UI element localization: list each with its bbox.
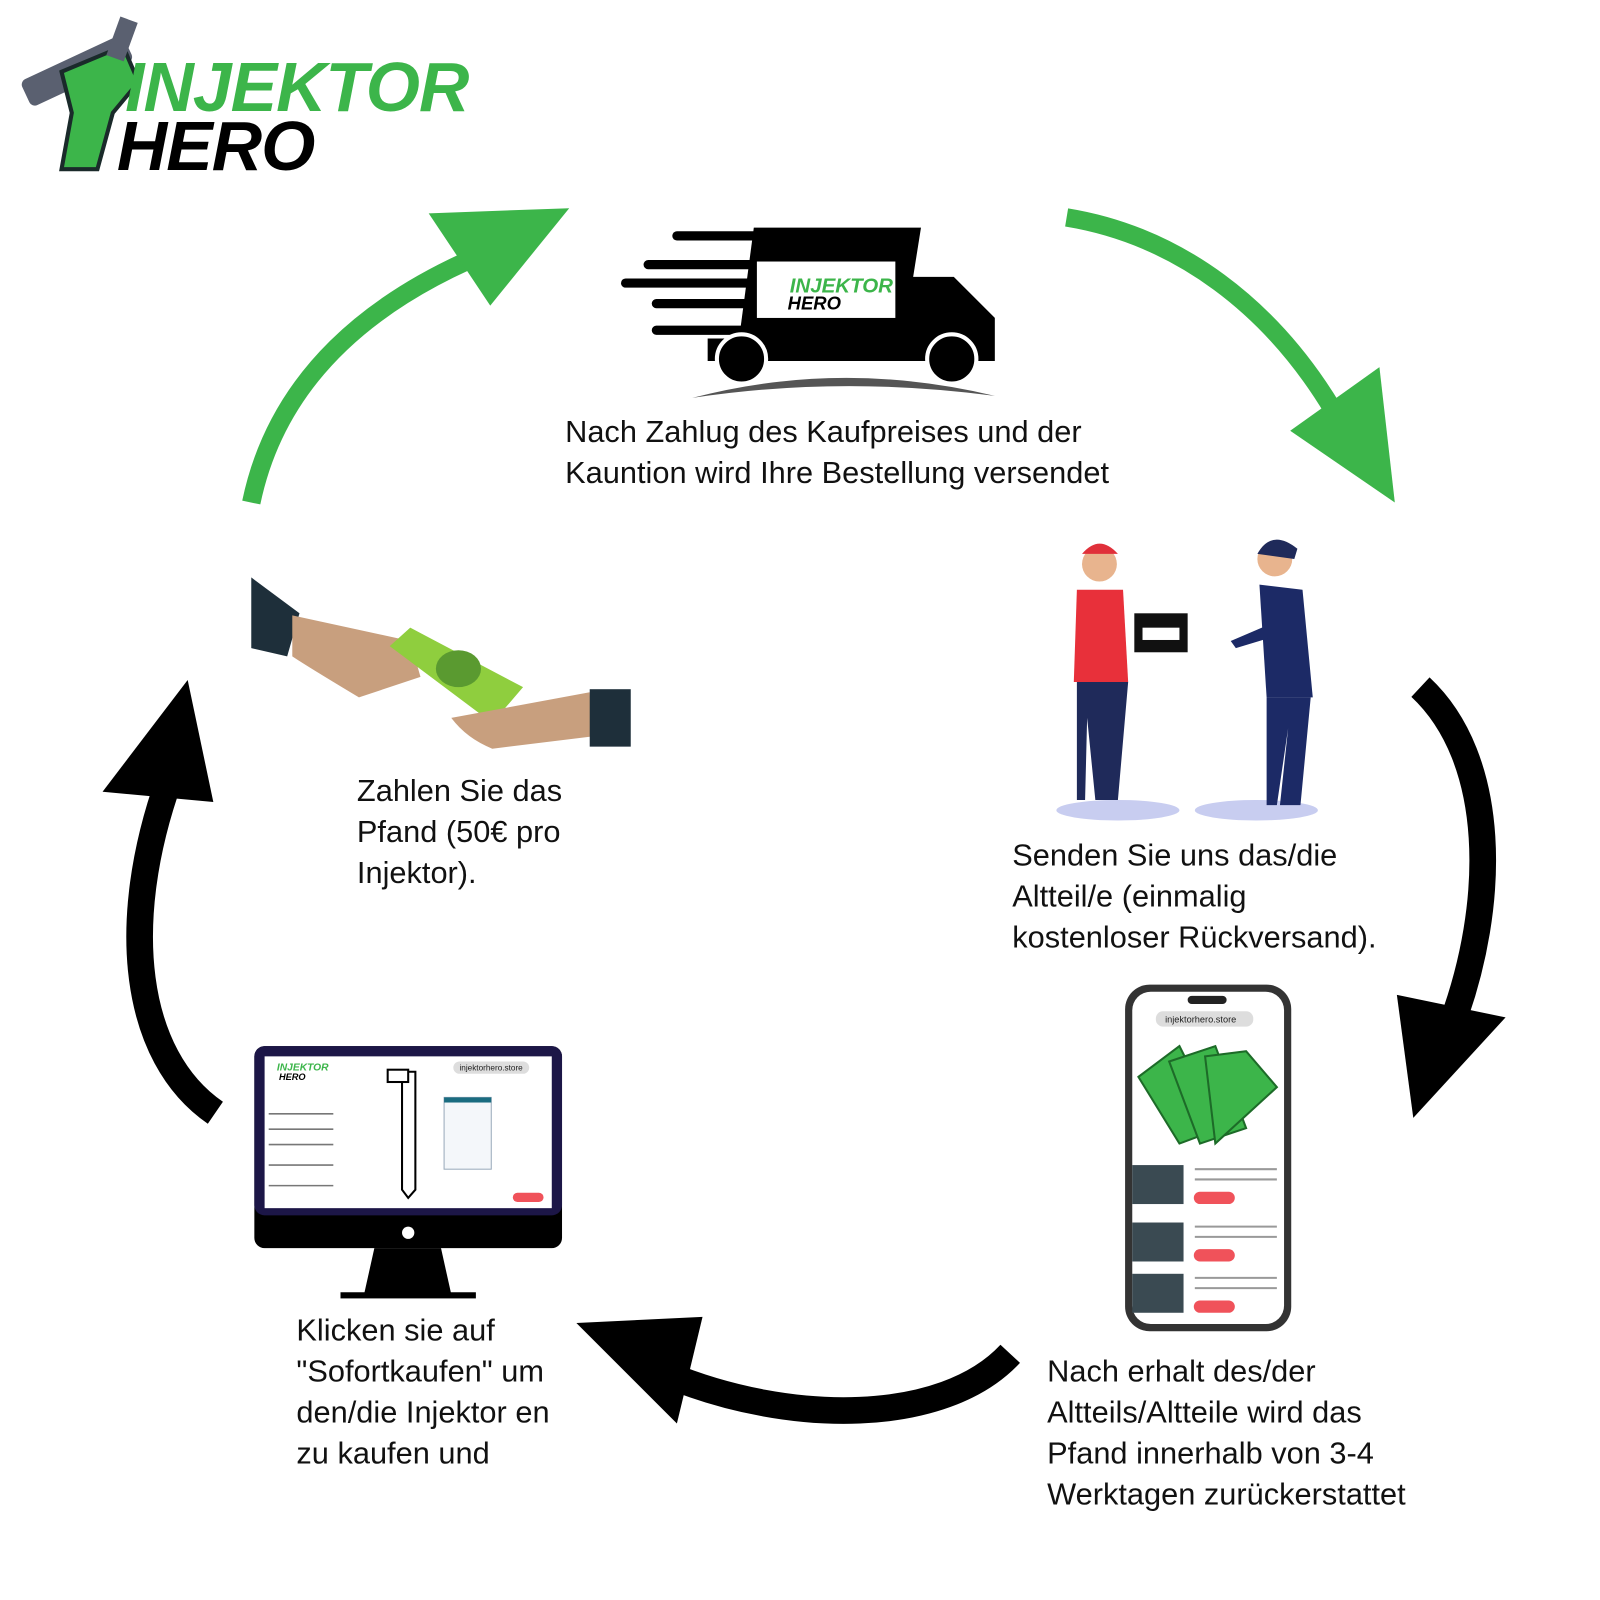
- text-line: Pfand innerhalb von 3-4: [1047, 1436, 1374, 1471]
- text-line: kostenloser Rückversand).: [1012, 920, 1377, 955]
- step-buy-text: Klicken sie auf "Sofortkaufen" um den/di…: [296, 1311, 549, 1475]
- step-refund-text: Nach erhalt des/der Altteils/Altteile wi…: [1047, 1352, 1406, 1516]
- delivery-truck-icon: INJEKTOR HERO: [621, 227, 995, 398]
- text-line: Nach Zahlug des Kaufpreises und der: [565, 415, 1082, 450]
- step-return-text: Senden Sie uns das/die Altteil/e (einmal…: [1012, 836, 1376, 959]
- text-line: Altteils/Altteile wird das: [1047, 1395, 1362, 1430]
- text-line: Werktagen zurückerstattet: [1047, 1477, 1406, 1512]
- logo-fist-icon: [21, 16, 141, 172]
- svg-text:HERO: HERO: [279, 1072, 306, 1082]
- svg-text:INJEKTOR: INJEKTOR: [790, 274, 893, 297]
- svg-text:INJEKTOR: INJEKTOR: [277, 1063, 329, 1074]
- text-line: Altteil/e (einmalig: [1012, 879, 1247, 914]
- courier-handover-icon: [1056, 539, 1318, 821]
- monitor-url: injektorhero.store: [459, 1064, 523, 1073]
- arrow-ship-to-return: [1065, 208, 1395, 503]
- logo-injektor: INJEKTOR: [125, 48, 469, 127]
- arrow-pay-to-ship: [242, 208, 570, 505]
- text-line: Nach erhalt des/der: [1047, 1354, 1316, 1389]
- desktop-monitor-icon: INJEKTOR HERO injektorhero.store: [254, 1046, 563, 1299]
- step-pay-text: Zahlen Sie das Pfand (50€ pro Injektor).: [357, 771, 562, 894]
- text-line: Zahlen Sie das: [356, 774, 563, 809]
- text-line: Injektor).: [356, 856, 477, 891]
- text-line: Klicken sie auf: [296, 1313, 495, 1348]
- text-line: Pfand (50€ pro: [356, 815, 561, 850]
- step-ship-text: Nach Zahlug des Kaufpreises und der Kaun…: [565, 412, 1109, 494]
- smartphone-icon: injektorhero.store: [1125, 984, 1292, 1332]
- logo-hero: HERO: [116, 107, 315, 186]
- arrow-refund-to-buy: [576, 1316, 1020, 1424]
- phone-url: injektorhero.store: [1165, 1015, 1236, 1025]
- text-line: "Sofortkaufen" um: [296, 1354, 545, 1389]
- arrow-return-to-refund: [1396, 677, 1506, 1118]
- arrow-buy-to-pay: [102, 679, 224, 1124]
- text-line: zu kaufen und: [296, 1436, 490, 1471]
- text-line: den/die Injektor en: [296, 1395, 550, 1430]
- svg-text:HERO: HERO: [788, 293, 842, 314]
- text-line: Senden Sie uns das/die: [1012, 838, 1338, 873]
- text-line: Kauntion wird Ihre Bestellung versendet: [565, 456, 1110, 491]
- money-handover-icon: [251, 577, 631, 749]
